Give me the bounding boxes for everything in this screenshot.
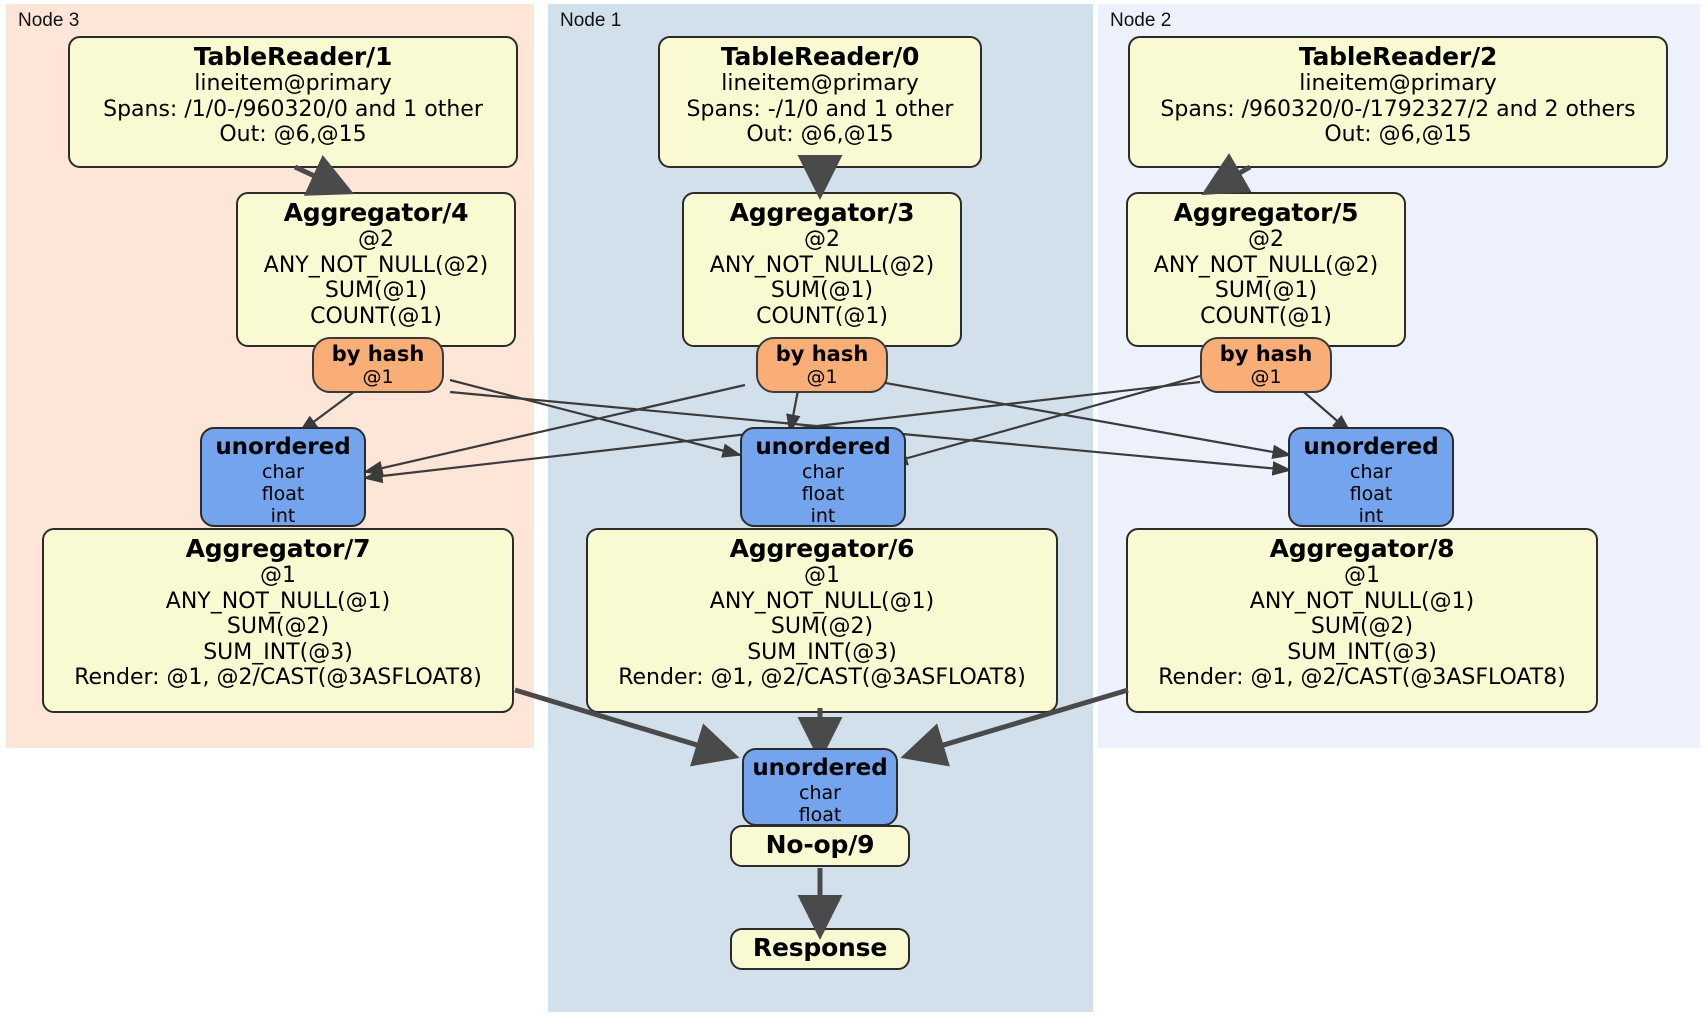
node-detail: COUNT(@1) — [756, 303, 888, 329]
processor-aggregator-6[interactable]: Aggregator/6 @1 ANY_NOT_NULL(@1) SUM(@2)… — [586, 528, 1058, 713]
stream-type: int — [270, 504, 296, 527]
node-detail: COUNT(@1) — [310, 303, 442, 329]
node-detail: lineitem@primary — [1299, 71, 1497, 96]
node-region-label-node1: Node 1 — [560, 10, 622, 31]
stream-title: unordered — [215, 434, 351, 460]
node-detail: ANY_NOT_NULL(@1) — [165, 588, 391, 614]
node-detail: @1 — [804, 563, 840, 588]
node-detail: SUM(@2) — [770, 614, 874, 640]
stream-type: char — [1350, 460, 1392, 483]
stream-title: unordered — [752, 755, 888, 781]
stream-type: char — [802, 460, 844, 483]
router-by-hash-center[interactable]: by hash @1 — [756, 337, 888, 393]
stream-type: int — [1358, 504, 1384, 527]
node-detail: Spans: /1/0-/960320/0 and 1 other — [103, 96, 483, 122]
processor-table-reader-0[interactable]: TableReader/0 lineitem@primary Spans: -/… — [658, 36, 982, 168]
node-detail: ANY_NOT_NULL(@1) — [1249, 588, 1475, 614]
node-region-label-node2: Node 2 — [1110, 10, 1172, 31]
node-render: Render: @1, @2/CAST(@3ASFLOAT8) — [1158, 665, 1566, 691]
processor-aggregator-8[interactable]: Aggregator/8 @1 ANY_NOT_NULL(@1) SUM(@2)… — [1126, 528, 1598, 713]
node-detail: Spans: /960320/0-/1792327/2 and 2 others — [1160, 96, 1636, 122]
stream-type: float — [801, 482, 845, 505]
node-detail: @2 — [1248, 227, 1284, 252]
node-title: TableReader/2 — [1298, 42, 1498, 71]
stream-type: float — [798, 803, 842, 826]
stream-type: int — [810, 504, 836, 527]
node-render: Render: @1, @2/CAST(@3ASFLOAT8) — [74, 665, 482, 691]
processor-aggregator-5[interactable]: Aggregator/5 @2 ANY_NOT_NULL(@2) SUM(@1)… — [1126, 192, 1406, 347]
node-title: Aggregator/5 — [1173, 198, 1359, 227]
node-title: Aggregator/4 — [283, 198, 469, 227]
router-by-hash-left[interactable]: by hash @1 — [312, 337, 444, 393]
node-detail: ANY_NOT_NULL(@2) — [263, 252, 489, 278]
node-detail: Out: @6,@15 — [1324, 122, 1472, 148]
router-detail: @1 — [806, 366, 838, 389]
node-detail: Spans: -/1/0 and 1 other — [686, 96, 954, 122]
node-detail: @1 — [260, 563, 296, 588]
processor-aggregator-4[interactable]: Aggregator/4 @2 ANY_NOT_NULL(@2) SUM(@1)… — [236, 192, 516, 347]
node-region-label-node3: Node 3 — [18, 10, 80, 31]
node-title: TableReader/1 — [193, 42, 393, 71]
node-detail: lineitem@primary — [194, 71, 392, 96]
stream-unordered-center[interactable]: unordered char float int — [740, 427, 906, 527]
node-detail: COUNT(@1) — [1200, 303, 1332, 329]
stream-title: unordered — [755, 434, 891, 460]
router-title: by hash — [331, 342, 425, 366]
node-detail: ANY_NOT_NULL(@2) — [709, 252, 935, 278]
node-title: No-op/9 — [765, 830, 875, 859]
stream-title: unordered — [1303, 434, 1439, 460]
processor-no-op-9[interactable]: No-op/9 — [730, 825, 910, 867]
router-by-hash-right[interactable]: by hash @1 — [1200, 337, 1332, 393]
node-detail: ANY_NOT_NULL(@1) — [709, 588, 935, 614]
node-detail: SUM(@1) — [324, 278, 428, 304]
stream-unordered-right[interactable]: unordered char float int — [1288, 427, 1454, 527]
processor-table-reader-2[interactable]: TableReader/2 lineitem@primary Spans: /9… — [1128, 36, 1668, 168]
node-detail: SUM(@1) — [770, 278, 874, 304]
node-render: Render: @1, @2/CAST(@3ASFLOAT8) — [618, 665, 1026, 691]
node-detail: SUM(@1) — [1214, 278, 1318, 304]
stream-type: float — [261, 482, 305, 505]
node-detail: Out: @6,@15 — [746, 122, 894, 148]
router-detail: @1 — [1250, 366, 1282, 389]
router-title: by hash — [775, 342, 869, 366]
processor-aggregator-3[interactable]: Aggregator/3 @2 ANY_NOT_NULL(@2) SUM(@1)… — [682, 192, 962, 347]
node-detail: ANY_NOT_NULL(@2) — [1153, 252, 1379, 278]
stream-type: char — [799, 781, 841, 804]
node-title: Aggregator/3 — [729, 198, 915, 227]
node-detail: SUM(@2) — [1310, 614, 1414, 640]
router-detail: @1 — [362, 366, 394, 389]
router-title: by hash — [1219, 342, 1313, 366]
node-title: Aggregator/7 — [185, 534, 371, 563]
node-detail: @2 — [358, 227, 394, 252]
node-title: Aggregator/8 — [1269, 534, 1455, 563]
node-detail: Out: @6,@15 — [219, 122, 367, 148]
stream-unordered-final[interactable]: unordered char float — [742, 748, 898, 826]
node-detail: SUM_INT(@3) — [203, 639, 353, 665]
node-title: TableReader/0 — [720, 42, 920, 71]
node-title: Aggregator/6 — [729, 534, 915, 563]
stream-type: char — [262, 460, 304, 483]
stream-unordered-left[interactable]: unordered char float int — [200, 427, 366, 527]
node-detail: lineitem@primary — [721, 71, 919, 96]
processor-table-reader-1[interactable]: TableReader/1 lineitem@primary Spans: /1… — [68, 36, 518, 168]
node-detail: @1 — [1344, 563, 1380, 588]
node-detail: SUM(@2) — [226, 614, 330, 640]
node-detail: SUM_INT(@3) — [747, 639, 897, 665]
stream-type: float — [1349, 482, 1393, 505]
node-detail: SUM_INT(@3) — [1287, 639, 1437, 665]
node-detail: @2 — [804, 227, 840, 252]
processor-aggregator-7[interactable]: Aggregator/7 @1 ANY_NOT_NULL(@1) SUM(@2)… — [42, 528, 514, 713]
